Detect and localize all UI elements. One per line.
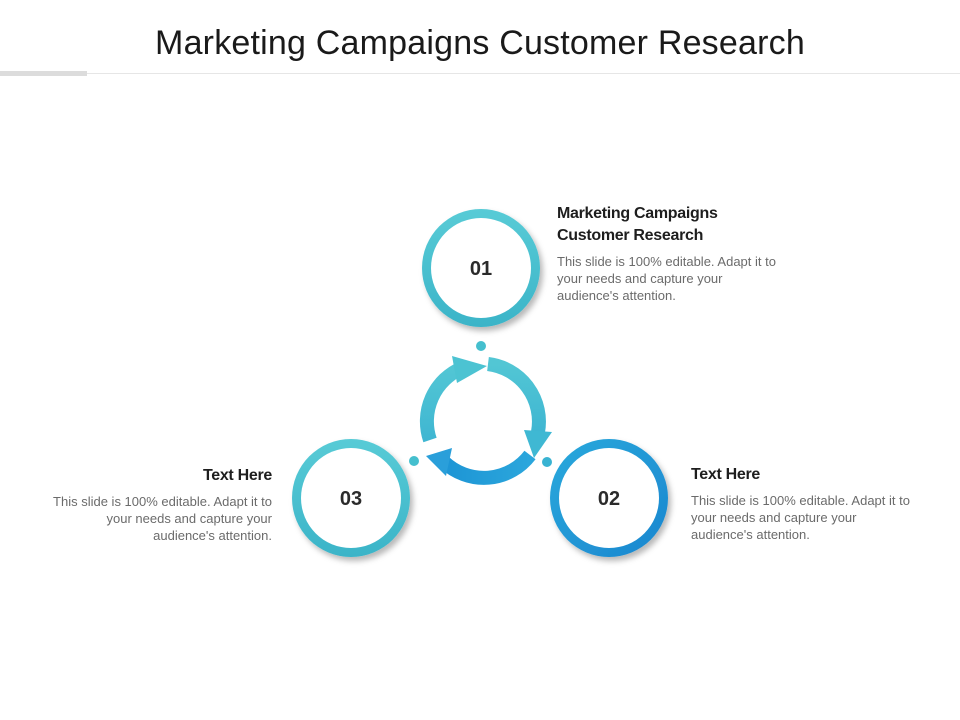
step-body-03: This slide is 100% editable. Adapt it to… — [53, 494, 272, 543]
cycle-arrow-left — [419, 361, 466, 443]
step-text-01: Marketing Campaigns Customer Research Th… — [557, 203, 782, 304]
step-text-03: Text Here This slide is 100% editable. A… — [47, 465, 272, 544]
step-heading-03: Text Here — [202, 467, 272, 484]
cycle-arrow-bottom — [439, 450, 536, 485]
title-divider-accent — [0, 71, 87, 76]
step-ring-03 — [292, 439, 410, 557]
step-text-02: Text Here This slide is 100% editable. A… — [691, 464, 916, 543]
connector-dot-left — [409, 456, 419, 466]
title-divider — [0, 73, 960, 74]
connector-dot-right — [542, 457, 552, 467]
step-number-02: 02 — [597, 488, 621, 510]
page-title: Marketing Campaigns Customer Research — [155, 24, 805, 62]
step-number-01: 01 — [469, 258, 493, 280]
step-ring-02 — [550, 439, 668, 557]
step-ring-01 — [422, 209, 540, 327]
connector-dot-top — [476, 341, 486, 351]
step-number-03: 03 — [339, 488, 363, 510]
step-body-01: This slide is 100% editable. Adapt it to… — [557, 254, 776, 303]
cycle-arrow-right — [486, 357, 546, 434]
step-heading-02: Text Here — [691, 466, 761, 483]
step-heading-01: Marketing Campaigns Customer Research — [557, 205, 718, 244]
cycle-arrows — [419, 356, 552, 485]
cycle-arrow-left-head — [452, 356, 487, 383]
step-body-02: This slide is 100% editable. Adapt it to… — [691, 493, 910, 542]
cycle-arrow-bottom-head — [426, 448, 452, 476]
cycle-arrow-right-head — [524, 430, 552, 458]
